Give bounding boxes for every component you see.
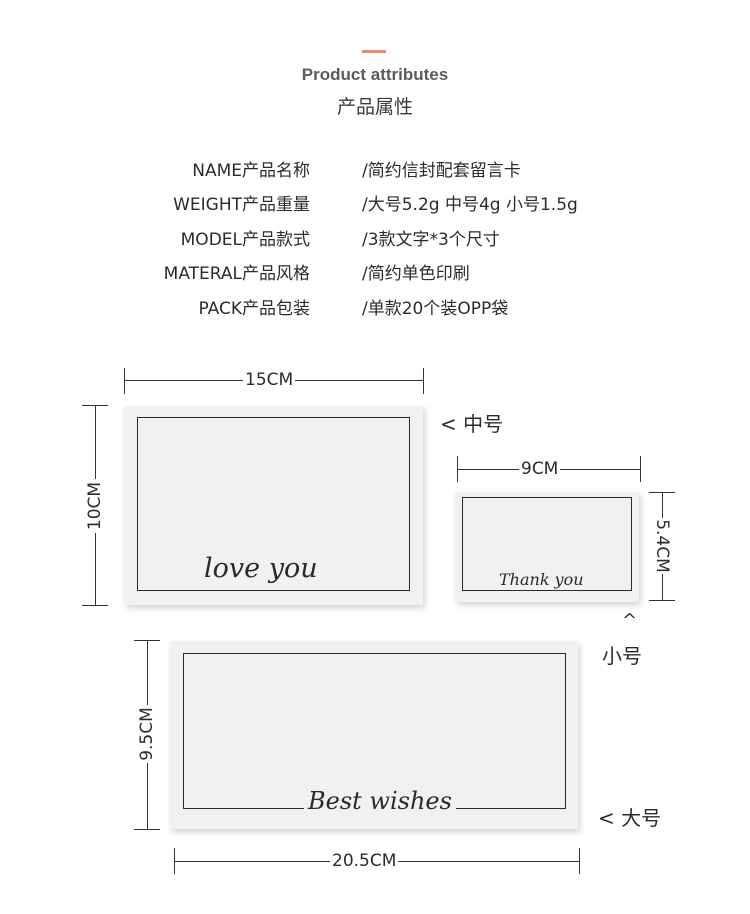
small-width-label: 9CM bbox=[519, 459, 561, 479]
attribute-label: PACK产品包装 bbox=[198, 299, 310, 319]
attribute-value: /简约信封配套留言卡 bbox=[362, 161, 521, 181]
medium-height-label: 10CM bbox=[85, 479, 105, 533]
large-width-label: 20.5CM bbox=[330, 851, 399, 871]
card-script-text: Thank you bbox=[495, 570, 588, 589]
dimension-tick bbox=[82, 405, 108, 406]
accent-bar bbox=[362, 50, 386, 53]
dimension-tick bbox=[640, 456, 641, 482]
attribute-label: MODEL产品款式 bbox=[180, 230, 310, 250]
dimension-tick bbox=[649, 492, 675, 493]
dimension-tick bbox=[134, 640, 160, 641]
page-title-en: Product attributes bbox=[301, 65, 449, 84]
large-height-label: 9.5CM bbox=[137, 705, 157, 763]
dimension-tick bbox=[134, 829, 160, 830]
dimension-tick bbox=[174, 848, 175, 874]
small-height-label: 5.4CM bbox=[652, 518, 672, 574]
large-card: Best wishes bbox=[170, 641, 578, 829]
attribute-row-name: NAME产品名称 /简约信封配套留言卡 bbox=[0, 156, 750, 181]
attribute-label: WEIGHT产品重量 bbox=[173, 195, 310, 215]
card-frame bbox=[137, 417, 410, 591]
attribute-label: MATERAL产品风格 bbox=[163, 264, 310, 284]
attribute-value: /大号5.2g 中号4g 小号1.5g bbox=[362, 195, 578, 215]
attribute-row-pack: PACK产品包装 /单款20个装OPP袋 bbox=[0, 294, 750, 319]
small-caret-icon: ^ bbox=[622, 610, 638, 631]
attribute-label: NAME产品名称 bbox=[192, 161, 310, 181]
medium-card: love you bbox=[124, 406, 423, 605]
dimension-tick bbox=[423, 368, 424, 394]
small-size-label: 小号 bbox=[602, 644, 642, 668]
card-script-text: love you bbox=[200, 553, 322, 584]
card-script-text: Best wishes bbox=[304, 787, 456, 815]
attribute-row-material: MATERAL产品风格 /简约单色印刷 bbox=[0, 259, 750, 284]
dimension-tick bbox=[457, 456, 458, 482]
attribute-value: /3款文字*3个尺寸 bbox=[362, 230, 500, 250]
medium-width-label: 15CM bbox=[243, 370, 296, 390]
small-card: Thank you bbox=[455, 492, 639, 602]
medium-size-label: < 中号 bbox=[440, 412, 504, 436]
large-size-label: < 大号 bbox=[598, 806, 662, 830]
attribute-value: /简约单色印刷 bbox=[362, 264, 470, 284]
dimension-tick bbox=[579, 848, 580, 874]
card-frame bbox=[462, 497, 632, 591]
attribute-row-model: MODEL产品款式 /3款文字*3个尺寸 bbox=[0, 225, 750, 250]
card-frame bbox=[183, 653, 566, 809]
attribute-row-weight: WEIGHT产品重量 /大号5.2g 中号4g 小号1.5g bbox=[0, 190, 750, 215]
dimension-tick bbox=[82, 605, 108, 606]
attribute-value: /单款20个装OPP袋 bbox=[362, 299, 509, 319]
page-title-cn: 产品属性 bbox=[336, 96, 413, 118]
dimension-tick bbox=[124, 368, 125, 394]
dimension-tick bbox=[649, 600, 675, 601]
